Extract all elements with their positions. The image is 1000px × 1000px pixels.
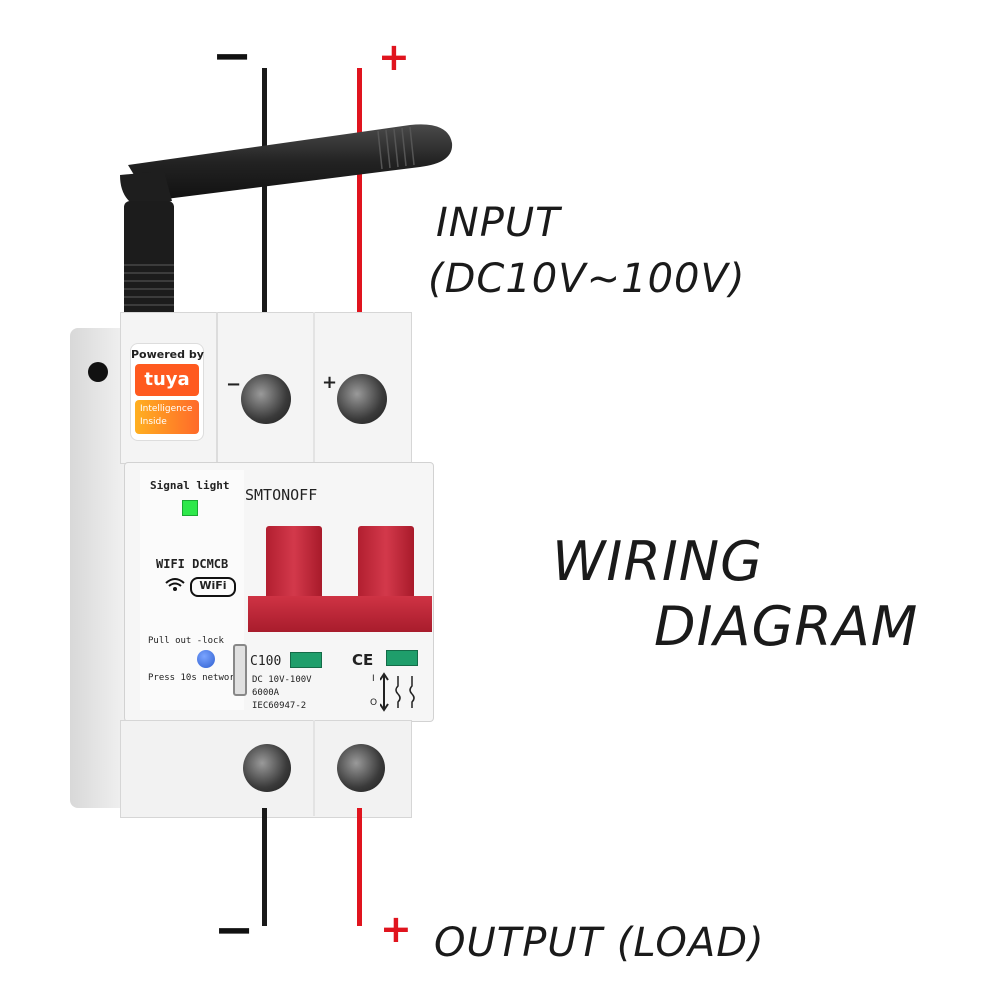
input-minus-sign: − [212, 28, 253, 84]
status-window-1 [290, 652, 322, 668]
model-label: WIFI DCMCB [156, 557, 229, 571]
mount-hole [88, 362, 108, 382]
handle-positive-lever [358, 526, 414, 602]
output-minus-sign: − [214, 902, 255, 958]
signal-light-label: Signal light [150, 479, 230, 492]
input-negative-wire [262, 68, 267, 313]
output-label: OUTPUT (LOAD) [434, 920, 765, 966]
spec-voltage: DC 10V-100V [252, 675, 312, 685]
tuya-tagline-2: Inside [140, 417, 167, 427]
top-terminal-negative [241, 374, 291, 424]
ce-mark: CE [352, 651, 374, 669]
bottom-terminal-negative [243, 744, 291, 792]
tuya-tagline-1: Intelligence [140, 404, 193, 414]
title-line-2: DIAGRAM [654, 595, 919, 658]
brand-label: SMTONOFF [245, 486, 318, 504]
output-negative-wire [262, 808, 267, 926]
output-positive-wire [357, 808, 362, 926]
antenna [120, 124, 453, 319]
output-plus-sign: + [380, 907, 412, 951]
lower-pole-divider [313, 720, 315, 816]
handle-negative-base [248, 596, 344, 632]
input-positive-wire [357, 68, 362, 313]
pull-out-lock-label: Pull out -lock [148, 636, 224, 646]
input-range-label: (DC10V~100V) [428, 256, 746, 302]
signal-led [182, 500, 198, 516]
network-reset-button[interactable] [197, 650, 215, 668]
handle-negative[interactable] [248, 526, 344, 632]
handle-positive[interactable] [344, 526, 432, 632]
tuya-brand: tuya [144, 369, 190, 390]
rating-label: C100 [250, 654, 282, 669]
handle-positive-base [344, 596, 432, 632]
top-terminal-positive [337, 374, 387, 424]
switch-on-mark: I [372, 674, 375, 684]
input-plus-sign: + [378, 35, 410, 79]
tuya-powered-by: Powered by [131, 348, 204, 361]
title-line-1: WIRING [552, 530, 764, 593]
handle-negative-lever [266, 526, 322, 602]
top-terminal-minus-label: − [226, 374, 242, 395]
tuya-badge: Powered by tuya Intelligence Inside [130, 343, 204, 441]
switch-arrow-icon [379, 672, 426, 716]
spec-breaking: 6000A [252, 688, 280, 698]
bottom-terminal-positive [337, 744, 385, 792]
wifi-badge-text: WiFi [199, 579, 227, 592]
switch-off-mark: O [370, 698, 378, 708]
lock-clip[interactable] [233, 644, 247, 696]
wifi-icon [164, 576, 186, 592]
press-network-label: Press 10s network [148, 673, 241, 683]
status-window-2 [386, 650, 418, 666]
spec-standard: IEC60947-2 [252, 701, 307, 711]
tuya-tagline-box: Intelligence Inside [135, 400, 199, 434]
upper-pole-divider [313, 312, 315, 462]
wifi-badge: WiFi [190, 577, 236, 597]
top-terminal-plus-label: + [322, 372, 338, 393]
input-label: INPUT [436, 200, 561, 246]
upper-divider [216, 312, 218, 462]
tuya-logo: tuya [135, 364, 199, 396]
